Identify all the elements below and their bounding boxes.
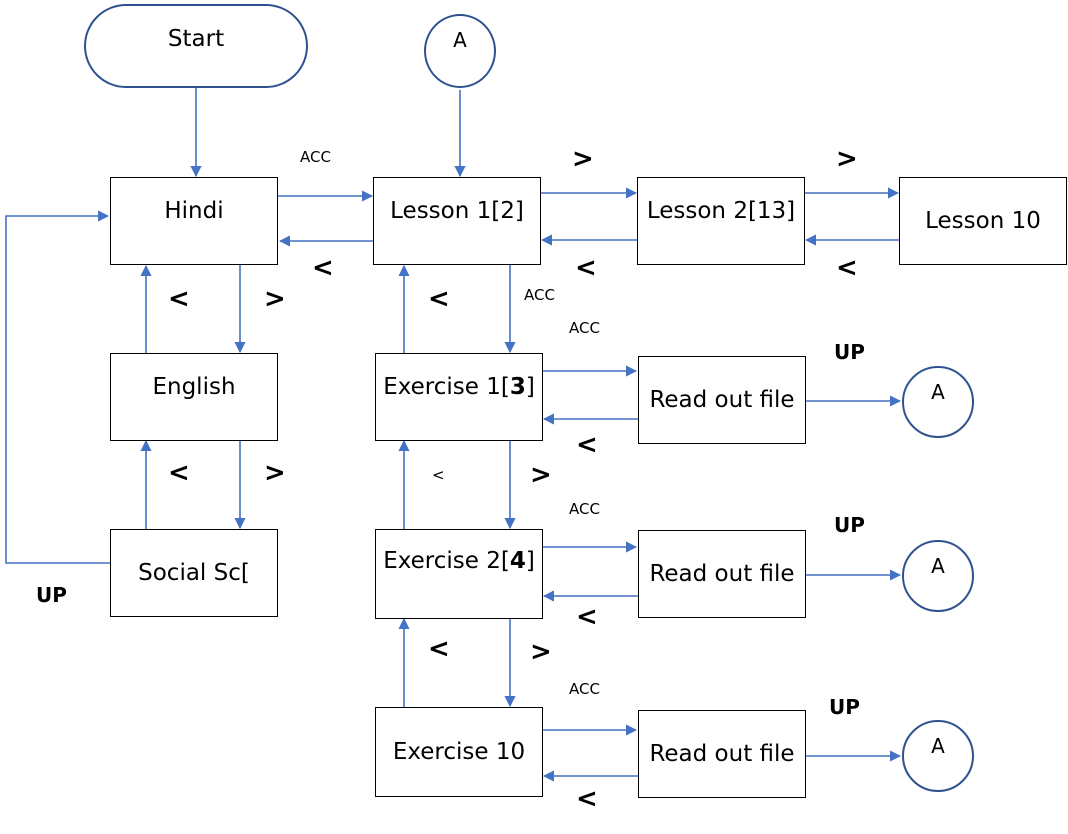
up-label: UP xyxy=(834,513,865,537)
up-label: UP xyxy=(829,695,860,719)
connector-a-label: A xyxy=(931,380,945,404)
prev-symbol: < xyxy=(168,284,190,314)
prev-symbol: < xyxy=(575,253,597,283)
acc-label: ACC xyxy=(569,319,600,337)
prev-symbol: < xyxy=(168,458,190,488)
acc-label: ACC xyxy=(524,286,555,304)
start-terminal: Start xyxy=(84,4,308,88)
hindi-box: Hindi xyxy=(110,177,278,265)
readout-box-3: Read out file xyxy=(638,710,806,798)
lesson10-label: Lesson 10 xyxy=(925,208,1041,234)
up-label: UP xyxy=(36,583,67,607)
prev-symbol: < xyxy=(428,284,450,314)
lesson2-label: Lesson 2[13] xyxy=(646,198,796,224)
prev-symbol: < xyxy=(432,466,445,484)
connector-a-label: A xyxy=(931,554,945,578)
connector-a-1: A xyxy=(902,366,974,438)
exercise2-box: Exercise 2[4] xyxy=(375,529,543,619)
prev-symbol: < xyxy=(428,634,450,664)
lesson1-box: Lesson 1[2] xyxy=(373,177,541,265)
lesson10-box: Lesson 10 xyxy=(899,177,1067,265)
exercise10-box: Exercise 10 xyxy=(375,707,543,797)
next-symbol: > xyxy=(572,144,594,174)
acc-label: ACC xyxy=(569,500,600,518)
exercise10-label: Exercise 10 xyxy=(392,739,526,765)
social-box: Social Sc[ xyxy=(110,529,278,617)
next-symbol: > xyxy=(264,458,286,488)
readout-box-1: Read out file xyxy=(638,356,806,444)
prev-symbol: < xyxy=(576,430,598,460)
next-symbol: > xyxy=(836,144,858,174)
connector-a-label: A xyxy=(453,28,467,52)
exercise1-label: Exercise 1[3] xyxy=(383,374,535,400)
readout-label: Read out file xyxy=(649,387,795,413)
readout-box-2: Read out file xyxy=(638,530,806,618)
connector-a-3: A xyxy=(902,720,974,792)
exercise2-label: Exercise 2[4] xyxy=(383,548,535,574)
prev-symbol: < xyxy=(576,602,598,632)
lesson1-label: Lesson 1[2] xyxy=(390,198,524,224)
acc-label: ACC xyxy=(569,680,600,698)
connector-a-2: A xyxy=(902,540,974,612)
prev-symbol: < xyxy=(312,253,334,283)
next-symbol: > xyxy=(530,460,552,490)
readout-label: Read out file xyxy=(649,561,795,587)
acc-label: ACC xyxy=(300,148,331,166)
english-label: English xyxy=(152,374,236,400)
arrow-social-up-hindi xyxy=(5,210,110,564)
readout-label: Read out file xyxy=(649,741,795,767)
english-box: English xyxy=(110,353,278,441)
next-symbol: > xyxy=(264,284,286,314)
social-label: Social Sc[ xyxy=(138,560,250,586)
prev-symbol: < xyxy=(836,253,858,283)
next-symbol: > xyxy=(530,637,552,667)
start-label: Start xyxy=(167,26,225,52)
up-label: UP xyxy=(834,340,865,364)
prev-symbol: < xyxy=(576,784,598,814)
connector-a-top: A xyxy=(424,14,496,88)
connector-a-label: A xyxy=(931,734,945,758)
hindi-label: Hindi xyxy=(164,198,224,224)
exercise1-box: Exercise 1[3] xyxy=(375,353,543,441)
lesson2-box: Lesson 2[13] xyxy=(637,177,805,265)
